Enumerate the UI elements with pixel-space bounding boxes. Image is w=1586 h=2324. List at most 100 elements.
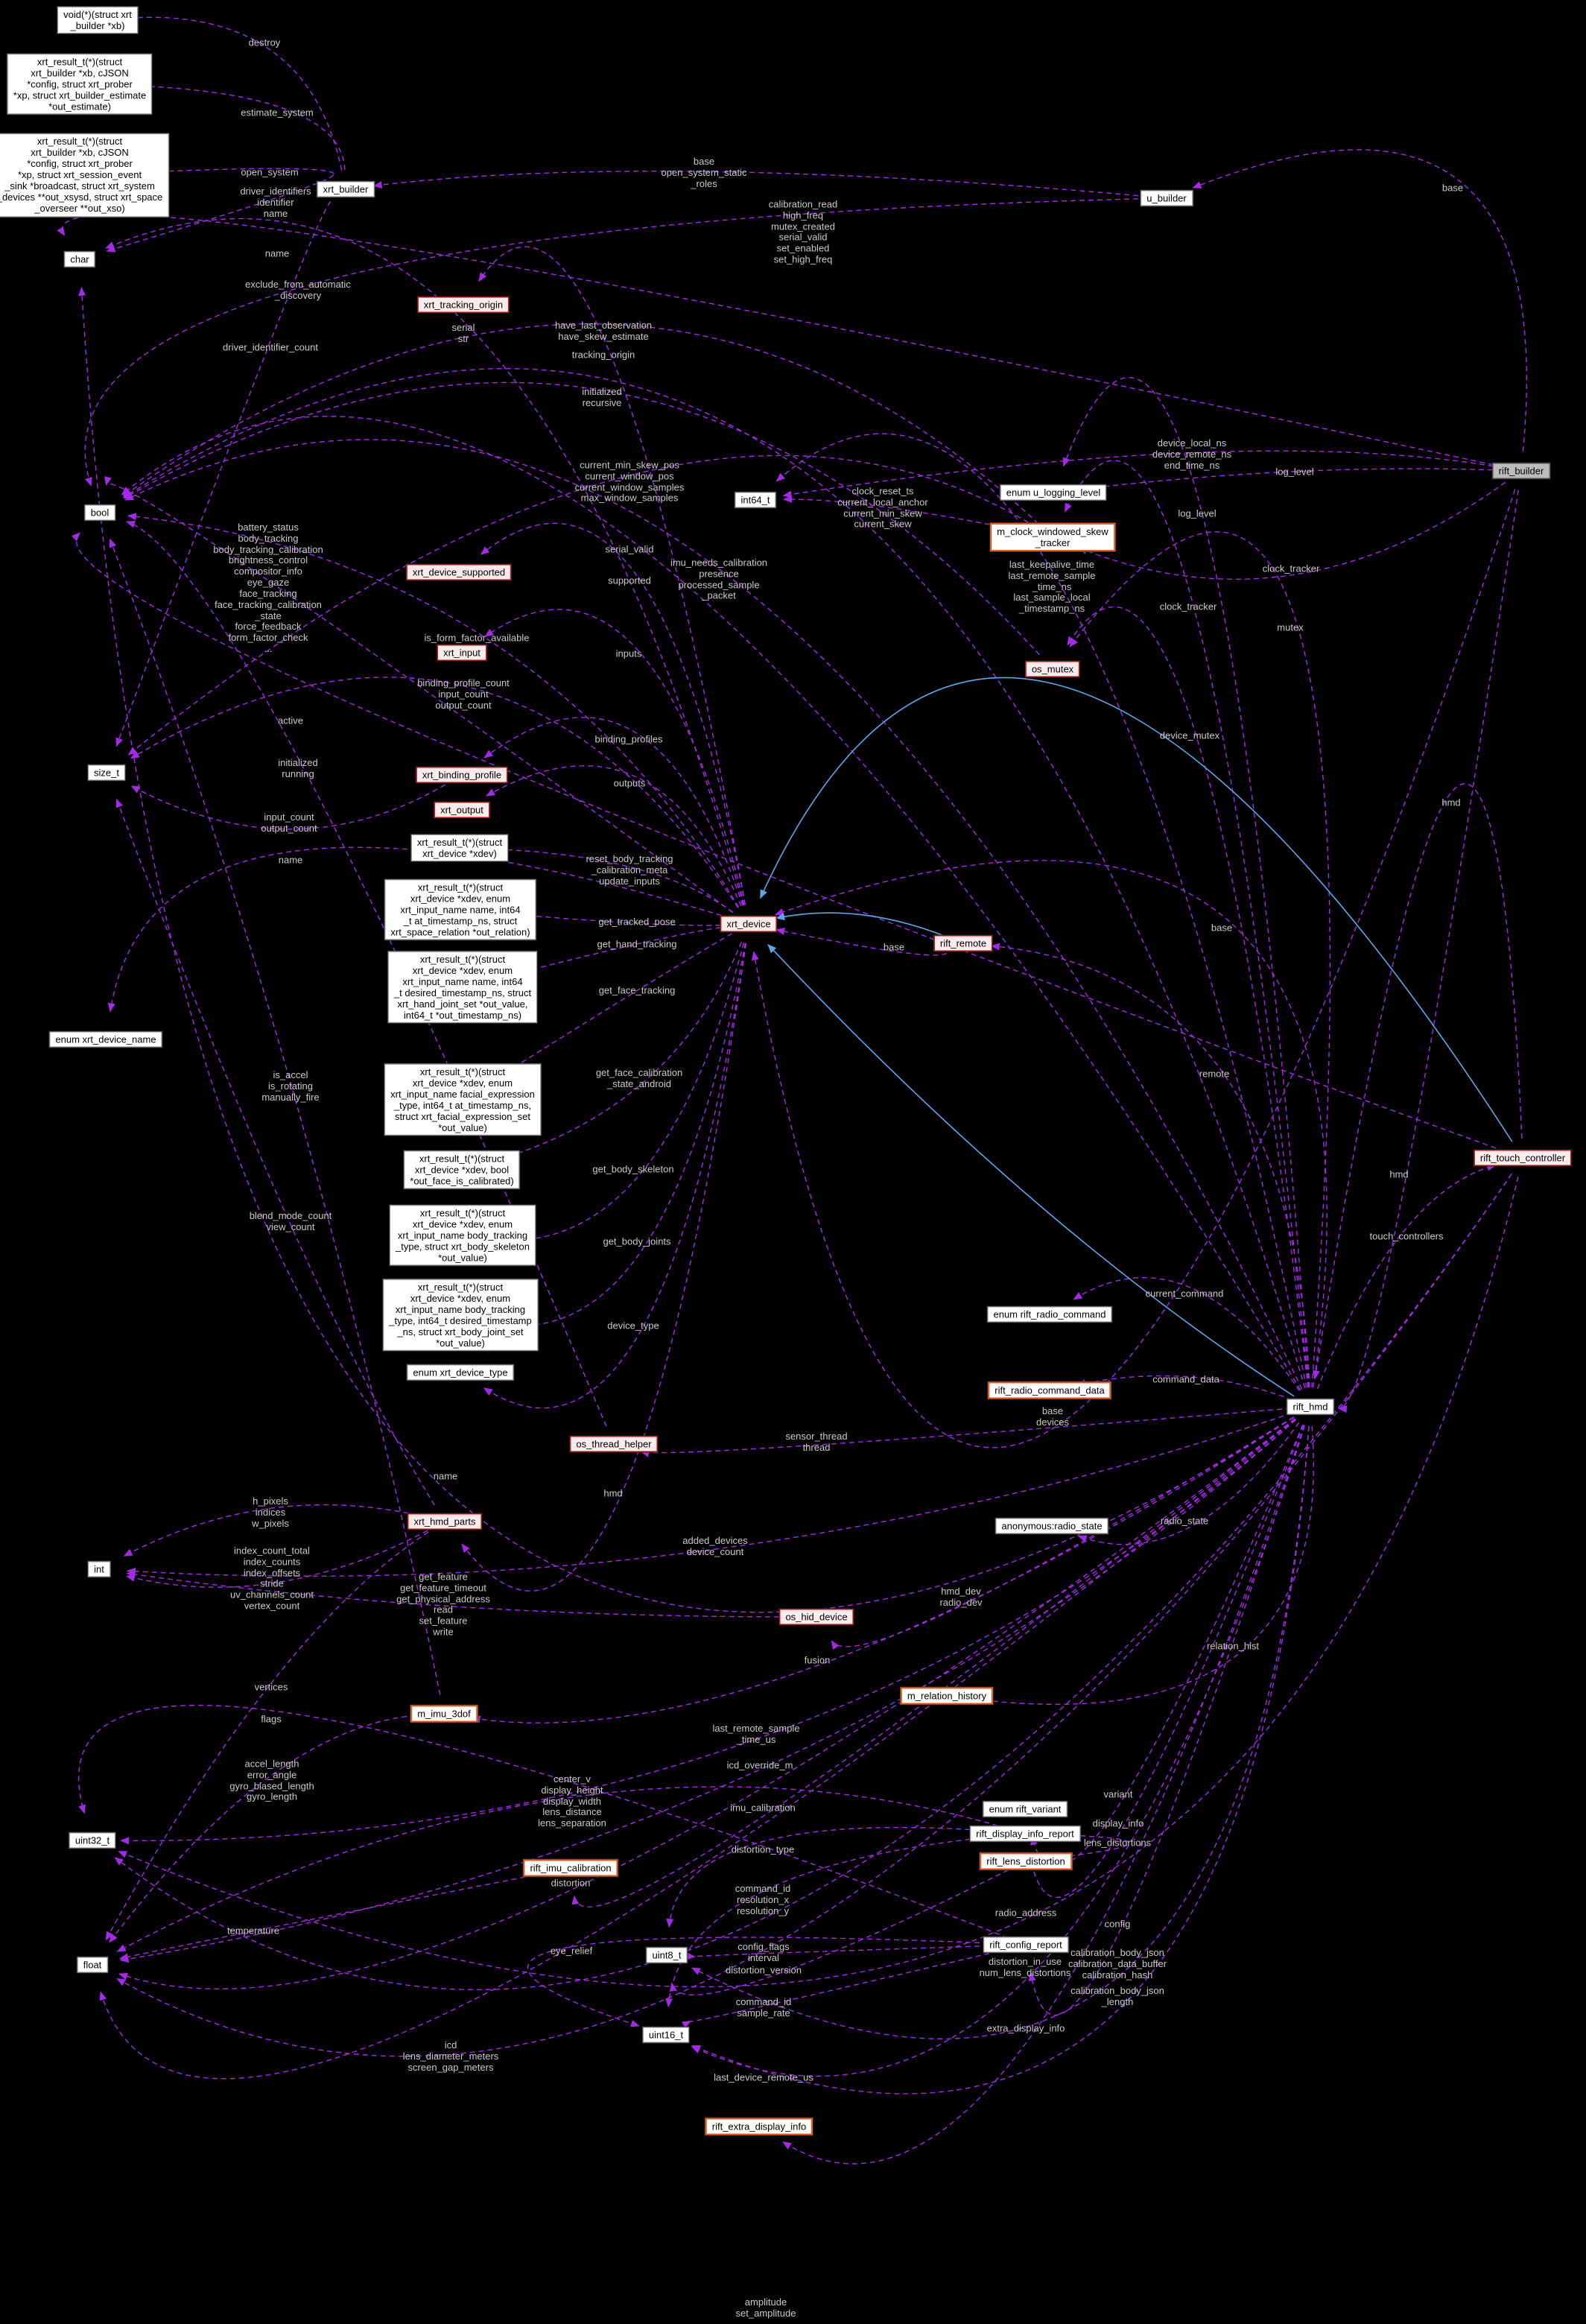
edge-rift_hmd-to-xrt_device: [767, 943, 1295, 1397]
edge-label: config: [1104, 1918, 1131, 1930]
node-enum-xrt-device-type: enum xrt_device_type: [407, 1364, 514, 1381]
edge-label: serial str: [451, 322, 475, 344]
edge-rift_touch_controller-to-uint32_t: [118, 1177, 1519, 1988]
edge-label: relation_hist: [1206, 1640, 1260, 1652]
edge-m_clock_windowed_skew_tracker-to-size_t: [127, 455, 1037, 756]
edge-rift_touch_controller-to-uint32_t: [114, 1174, 1512, 1991]
edge-rift_hmd-to-m_relation_history: [974, 1425, 1315, 1705]
edges: [57, 13, 1527, 2165]
edge-rift_hmd-to-os_hid_device: [831, 1416, 1295, 1650]
edge-rift_touch_controller-to-bool: [71, 532, 1505, 1152]
edge-label: remote: [1199, 1068, 1230, 1080]
edge-label: get_tracked_pose: [598, 916, 676, 928]
edge-xrt_hmd_parts-to-int: [125, 1530, 428, 1588]
edge-rift_builder-to-u_builder: [1192, 149, 1527, 452]
edge-xrt_device-to-fn_update_inputs: [487, 845, 734, 914]
edge-xrt_device-to-xrt_device_supported: [480, 522, 746, 905]
edge-rift_hmd-to-bool: [124, 439, 1303, 1390]
edge-label: center_v display_height display_width le…: [538, 1773, 606, 1829]
node-rift-touch-controller[interactable]: rift_touch_controller: [1474, 1150, 1572, 1166]
node-bool: bool: [84, 504, 115, 521]
node-u-builder: u_builder: [1141, 190, 1193, 206]
node-xrt-hmd-parts[interactable]: xrt_hmd_parts: [407, 1513, 482, 1530]
node-fn-get-tracked-pose: xrt_result_t(*)(struct xrt_device *xdev,…: [384, 879, 536, 940]
edge-label: is_form_factor_available: [424, 632, 530, 644]
edge-label: last_device_remote_us: [714, 2071, 813, 2083]
node-xrt-device[interactable]: xrt_device: [720, 916, 777, 932]
edge-label: distortion_version: [726, 1964, 802, 1976]
edge-m_clock_windowed_skew_tracker-to-bool: [122, 323, 1039, 525]
node-os-thread-helper[interactable]: os_thread_helper: [570, 1436, 658, 1452]
edge-rift_hmd-to-anonymous_radio_state: [1077, 1422, 1300, 1545]
node-os-hid-device[interactable]: os_hid_device: [779, 1609, 854, 1625]
node-fn-get-hand-tracking: xrt_result_t(*)(struct xrt_device *xdev,…: [387, 951, 538, 1024]
edge-rift_imu_calibration-to-float: [119, 1871, 552, 1961]
edge-rift_hmd-to-float: [118, 1418, 1295, 1989]
edge-label: log_level: [1275, 466, 1314, 478]
edge-label: variant: [1103, 1788, 1133, 1800]
edge-rift_hmd-to-os_thread_helper: [640, 1408, 1292, 1457]
edge-rift_lens_distortion-to-uint8_t: [669, 1869, 1009, 1995]
node-xrt-output[interactable]: xrt_output: [434, 802, 489, 818]
edge-rift_hmd-to-m_imu_3dof: [471, 1416, 1295, 1723]
edge-rift_touch_controller-to-xrt_device: [759, 677, 1513, 1142]
node-rift-radio-command-data[interactable]: rift_radio_command_data: [988, 1381, 1111, 1399]
edge-label: command_id sample_rate: [735, 1996, 792, 2019]
node-rift-lens-distortion[interactable]: rift_lens_distortion: [980, 1852, 1072, 1870]
edge-xrt_device-to-xrt_output: [486, 765, 742, 907]
node-rift-imu-calibration[interactable]: rift_imu_calibration: [523, 1859, 618, 1877]
node-rift-remote[interactable]: rift_remote: [933, 935, 993, 952]
node-xrt-binding-profile[interactable]: xrt_binding_profile: [416, 767, 508, 783]
edge-label: get_face_calibration _state_android: [595, 1067, 683, 1089]
node-uint32-t: uint32_t: [69, 1832, 116, 1849]
edge-xrt_device-to-size_t: [130, 677, 739, 908]
edge-label: calibration_body_json _length: [1070, 1985, 1164, 2007]
edge-u_builder-to-bool: [84, 197, 1148, 487]
node-fn-get-body-skeleton: xrt_result_t(*)(struct xrt_device *xdev,…: [390, 1205, 536, 1266]
node-rift-hmd: rift_hmd: [1287, 1399, 1334, 1415]
node-m-imu-3dof[interactable]: m_imu_3dof: [410, 1705, 478, 1723]
edge-rift_remote-to-xrt_device: [775, 928, 948, 956]
edge-xrt_device-to-xrt_hmd_parts: [461, 943, 747, 1592]
edge-rift_hmd-to-enum_rift_variant: [1030, 1424, 1304, 1867]
edge-rift_hmd-to-uint16_t: [691, 1425, 1310, 2095]
edge-label: radio_address: [995, 1907, 1057, 1919]
edge-rift_hmd-to-float: [119, 1419, 1297, 1963]
edge-label: get_face_tracking: [598, 984, 676, 996]
edge-xrt_hmd_parts-to-size_t: [115, 798, 435, 1506]
edge-label: get_body_skeleton: [592, 1163, 674, 1175]
edge-xrt_builder-to-size_t: [115, 201, 332, 747]
node-uint8-t: uint8_t: [646, 1947, 688, 1963]
node-rift-display-info-report: rift_display_info_report: [970, 1826, 1080, 1842]
edge-label: serial_valid: [605, 543, 654, 555]
node-rift-extra-display-info[interactable]: rift_extra_display_info: [705, 2118, 813, 2135]
node-m-clock-windowed-skew-tracker[interactable]: m_clock_windowed_skew _tracker: [990, 522, 1115, 552]
node-xrt-device-supported[interactable]: xrt_device_supported: [406, 564, 512, 580]
node-xrt-input[interactable]: xrt_input: [437, 645, 486, 661]
node-enum-u-logging-level: enum u_logging_level: [1000, 484, 1107, 501]
node-xrt-tracking-origin[interactable]: xrt_tracking_origin: [417, 297, 510, 313]
edge-rift_hmd-to-enum_rift_radio_command: [1073, 1277, 1300, 1391]
node-os-mutex[interactable]: os_mutex: [1025, 661, 1080, 677]
edge-label: flags: [261, 1713, 282, 1725]
edge-label: binding_profiles: [594, 733, 663, 745]
node-float: float: [77, 1957, 108, 1973]
edge-xrt_builder-to-fn_destroy: [124, 13, 343, 171]
edge-label: command_data: [1152, 1373, 1219, 1385]
node-size-t: size_t: [88, 764, 125, 781]
edge-rift_hmd-to-int64_t: [775, 433, 1307, 1388]
edge-label: base: [1211, 922, 1233, 934]
edge-rift_hmd-to-m_clock_windowed_skew_tracker: [1064, 460, 1310, 1388]
edge-xrt_device-to-char: [105, 218, 744, 906]
edge-label: get_hand_tracking: [597, 938, 677, 950]
edge-xrt_device-to-fn_get_face_tracking: [486, 933, 732, 1086]
edge-label: device_type: [607, 1320, 659, 1332]
edge-label: calibration_body_json calibration_data_b…: [1068, 1946, 1167, 1981]
edge-label: supported: [608, 574, 651, 586]
edge-xrt_device-to-fn_get_body_skeleton: [489, 943, 745, 1244]
edge-label: distortion_in_use num_lens_distortions: [979, 1956, 1071, 1978]
edge-label: sensor_thread thread: [785, 1431, 848, 1453]
edge-label: outputs: [613, 777, 646, 789]
edge-label: icd lens_diameter_meters screen_gap_mete…: [402, 2039, 499, 2073]
node-m-relation-history[interactable]: m_relation_history: [900, 1687, 994, 1705]
